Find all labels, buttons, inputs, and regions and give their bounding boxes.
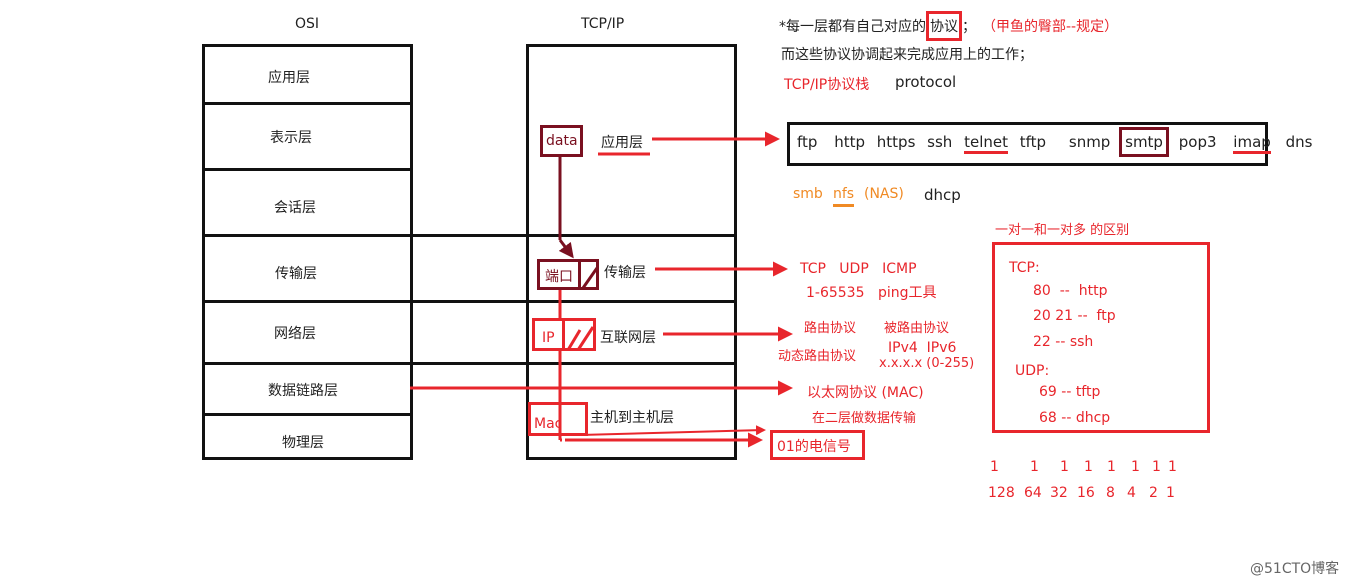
osi-title: OSI [295, 16, 320, 32]
note-stack-black: protocol [895, 73, 957, 91]
tcpip-host-to-host-layer: 主机到主机层 [590, 410, 674, 426]
ip-hatch-line [566, 329, 582, 351]
binary-bit: 1 [990, 459, 999, 475]
binary-bit: 1 [1131, 459, 1140, 475]
watermark: @51CTO博客 [1250, 561, 1340, 577]
udp-port-dhcp: 68 -- dhcp [1039, 410, 1111, 426]
ip-hatch [562, 318, 565, 351]
data-to-port-arrow [558, 239, 574, 259]
mac-box [528, 402, 588, 436]
binary-weight: 2 [1149, 485, 1158, 501]
tcp-port-http: 80 -- http [1033, 283, 1108, 299]
note-line1: *每一层都有自己对应的协议； [779, 11, 976, 41]
binary-weight: 1 [1166, 485, 1175, 501]
osi-layer-session: 会话层 [274, 200, 316, 216]
note-stack-red: TCP/IP协议栈 [784, 77, 870, 93]
tcpip-title: TCP/IP [581, 16, 625, 32]
ports-box-title: 一对一和一对多 的区别 [995, 223, 1130, 238]
protocol-imap: imap [1233, 133, 1271, 154]
protocol-ftp: ftp [797, 133, 818, 151]
protocol-telnet: telnet [964, 133, 1008, 154]
dynamic-routing-protocol: 动态路由协议 [778, 349, 857, 364]
protocol-dns: dns [1285, 133, 1313, 151]
binary-weight: 4 [1127, 485, 1136, 501]
osi-divider [202, 413, 413, 416]
binary-bit: 1 [1107, 459, 1116, 475]
note-line2: 而这些协议协调起来完成应用上的工作； [781, 47, 1033, 63]
tcpip-application-layer: 应用层 [601, 135, 643, 151]
ip-hatch-line [576, 326, 595, 351]
port-hatch [578, 259, 581, 290]
osi-divider [202, 234, 736, 237]
mac-curve-arrow [579, 425, 766, 436]
protocol-dhcp: dhcp [924, 186, 961, 204]
binary-bit: 1 [1030, 459, 1039, 475]
tcpip-internet-layer: 互联网层 [600, 330, 656, 346]
data-box [540, 125, 583, 157]
osi-layer-network: 网络层 [274, 326, 316, 342]
physical-signal: 01的电信号 [777, 439, 851, 455]
tcpip-transport-layer: 传输层 [604, 265, 646, 281]
note-line1-text: *每一层都有自己对应的 [779, 19, 926, 35]
port-range: 1-65535 [806, 285, 865, 301]
physical-signal-box [770, 430, 865, 460]
binary-weight: 8 [1106, 485, 1115, 501]
binary-bit: 1 [1084, 459, 1093, 475]
protocol-pop3: pop3 [1178, 133, 1217, 151]
ping-tool: ping工具 [878, 285, 937, 301]
osi-layer-transport: 传输层 [275, 266, 317, 282]
note-line1-red: （甲鱼的臀部--规定） [982, 19, 1119, 35]
binary-weight: 32 [1050, 485, 1068, 501]
protocol-snmp: snmp [1068, 133, 1111, 151]
transport-protocols: TCP UDP ICMP [800, 261, 917, 277]
port-hatch-line [581, 267, 599, 289]
protocol-smtp: smtp [1119, 127, 1169, 157]
layer2-transfer: 在二层做数据传输 [812, 411, 917, 426]
osi-stack [202, 44, 413, 460]
osi-divider [202, 300, 736, 303]
binary-weight: 128 [988, 485, 1015, 501]
tcp-port-ssh: 22 -- ssh [1033, 334, 1094, 350]
binary-bit: 1 [1168, 459, 1177, 475]
protocol-nfs: nfs [833, 186, 855, 207]
ip-versions: IPv4 IPv6 [888, 340, 957, 356]
protocol-tftp: tftp [1019, 133, 1047, 151]
binary-bit: 1 [1152, 459, 1161, 475]
protocol-ssh: ssh [927, 133, 953, 151]
osi-divider [202, 102, 413, 105]
binary-weight: 16 [1077, 485, 1095, 501]
osi-divider [202, 168, 413, 171]
osi-layer-application: 应用层 [268, 70, 310, 86]
data-label: data [546, 133, 578, 149]
tcp-heading: TCP: [1009, 260, 1040, 276]
osi-layer-datalink: 数据链路层 [268, 383, 338, 399]
note-line1-semicolon: ； [962, 19, 976, 35]
protocol-https: https [876, 133, 916, 151]
osi-layer-physical: 物理层 [282, 435, 324, 451]
ip-label: IP [542, 330, 555, 346]
tcp-port-ftp: 20 21 -- ftp [1033, 308, 1116, 324]
udp-heading: UDP: [1015, 363, 1050, 379]
mac-label: Mac [534, 416, 563, 432]
app-protocol-box [787, 122, 1268, 166]
osi-layer-presentation: 表示层 [270, 130, 312, 146]
binary-weight: 64 [1024, 485, 1042, 501]
ip-format: x.x.x.x (0-255) [879, 356, 975, 371]
port-label: 端口 [545, 269, 573, 285]
tcpip-stack [526, 44, 737, 460]
binary-bit: 1 [1060, 459, 1069, 475]
osi-divider [202, 362, 736, 365]
routing-protocol: 路由协议 [804, 321, 857, 336]
protocol-http: http [834, 133, 865, 151]
ports-box [992, 242, 1210, 433]
protocol-nas: (NAS) [864, 186, 904, 202]
app-protocol-list: ftp http https ssh telnet tftp snmp smtp… [797, 127, 1313, 157]
port-box [537, 259, 599, 290]
routed-protocol: 被路由协议 [884, 321, 950, 336]
udp-port-tftp: 69 -- tftp [1039, 384, 1101, 400]
protocol-smb: smb [793, 186, 823, 202]
protocol-word-box: 协议 [926, 11, 962, 41]
ethernet-protocol: 以太网协议 (MAC) [807, 385, 924, 401]
